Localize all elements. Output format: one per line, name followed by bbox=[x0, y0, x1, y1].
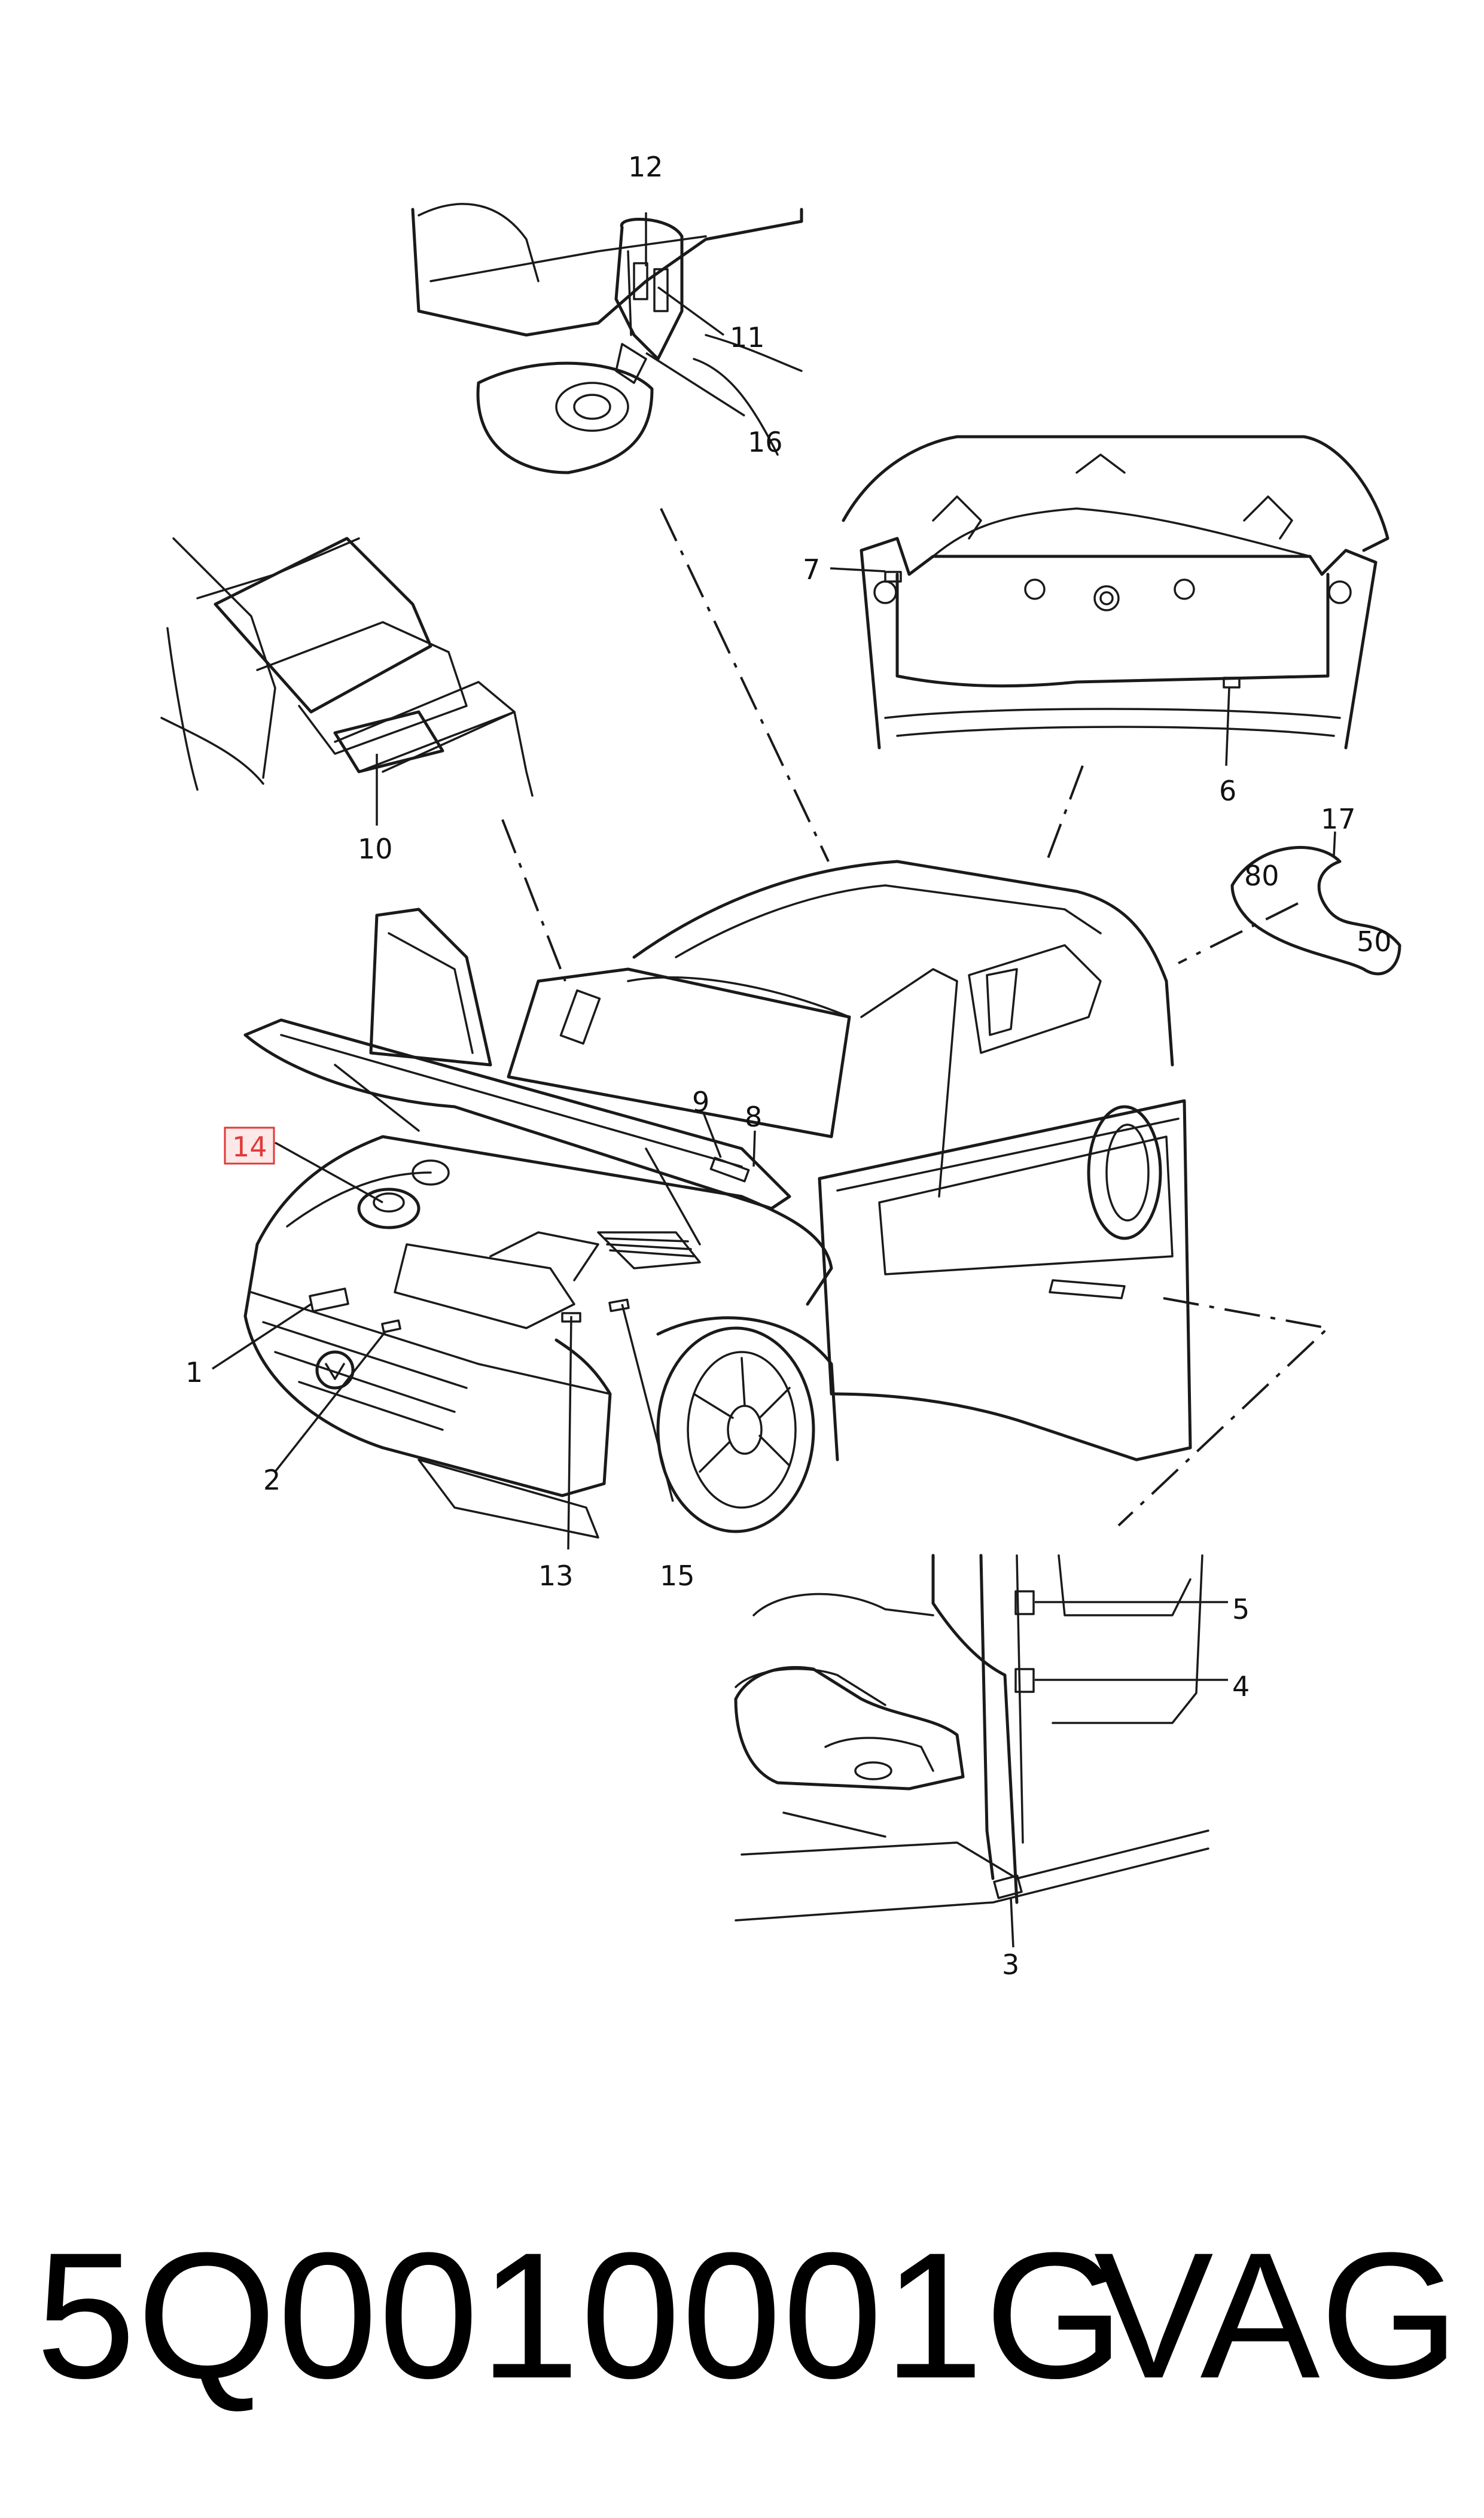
detail-door-sill bbox=[734, 1554, 1209, 1922]
parts-diagram: 80 50 bbox=[160, 151, 1401, 1981]
callout-2: 2 bbox=[263, 1464, 281, 1496]
callout-8: 8 bbox=[745, 1101, 762, 1133]
callout-14-highlight bbox=[224, 1126, 275, 1165]
callout-5: 5 bbox=[1232, 1593, 1250, 1625]
callout-labels: 1 2 3 4 5 6 7 8 9 10 11 12 13 14 15 16 1… bbox=[185, 151, 1356, 1981]
callout-11: 11 bbox=[730, 321, 765, 354]
leader-lines bbox=[212, 212, 1336, 1948]
callout-3: 3 bbox=[1002, 1948, 1019, 1981]
vehicle-main-view bbox=[243, 860, 1192, 1539]
callout-17: 17 bbox=[1321, 803, 1356, 835]
callout-4: 4 bbox=[1232, 1670, 1250, 1703]
callout-12: 12 bbox=[628, 151, 663, 183]
footer: 5Q0010001G VAG bbox=[36, 2213, 1459, 2417]
callout-14: 14 bbox=[232, 1131, 267, 1163]
callout-7: 7 bbox=[803, 553, 820, 586]
callout-10: 10 bbox=[358, 833, 393, 865]
callout-16: 16 bbox=[748, 426, 783, 458]
part-number: 5Q0010001G bbox=[36, 2215, 1126, 2416]
detail-luggage-compartment bbox=[160, 537, 534, 797]
callout-15: 15 bbox=[660, 1560, 695, 1592]
brand-label: VAG bbox=[1093, 2215, 1459, 2416]
detail-fuel-filler bbox=[411, 203, 803, 474]
sticker-text-50: 50 bbox=[1357, 925, 1392, 958]
reference-lines bbox=[501, 508, 1331, 1527]
callout-1: 1 bbox=[185, 1356, 203, 1389]
sticker-text-80: 80 bbox=[1244, 860, 1279, 892]
detail-bonnet-underside bbox=[842, 435, 1389, 750]
callout-13: 13 bbox=[538, 1560, 574, 1592]
tyre-pressure-sticker: 80 50 bbox=[1230, 846, 1401, 976]
callout-6: 6 bbox=[1219, 775, 1236, 807]
callout-9: 9 bbox=[692, 1086, 709, 1118]
